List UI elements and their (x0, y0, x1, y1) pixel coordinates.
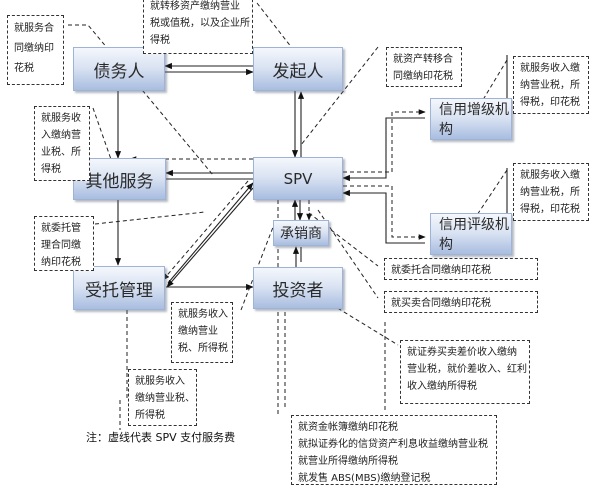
note-line: 营业税，就价差收入、红利 (407, 364, 527, 375)
arrow-trustee-to-spv (167, 182, 254, 284)
note-line: 就拟证券化的信贷资产利息收益缴纳营业税 (298, 439, 488, 450)
node-credit-enhancement[interactable]: 信用增级机构 (430, 98, 512, 140)
node-debtor-label: 债务人 (93, 61, 145, 82)
node-investor[interactable]: 投资者 (253, 267, 343, 309)
note-rating-tax: 就服务收入缴 纳营业税，所 得税，印花税 (513, 163, 589, 221)
note-line: 就营业所得缴纳所得税 (298, 456, 398, 467)
footnote-dashed-line-legend: 注：虚线代表 SPV 支付服务费 (86, 431, 236, 444)
note-line: 同缴纳印 (14, 43, 54, 54)
note-trustee-contract-stamp-tax: 就委托管 理合同缴 纳印花税 (34, 216, 94, 271)
note-line: 就转移资产缴纳营业 (150, 1, 240, 12)
leader-rating-dash (474, 169, 508, 219)
note-asset-transfer-stamp-tax: 就资产转移合 同缴纳印花税 (386, 47, 462, 87)
dashed-spv-to-rating (343, 185, 426, 240)
note-line: 就服务合 (14, 23, 54, 34)
node-underwriter[interactable]: 承销商 (273, 220, 329, 246)
note-line: 得税 (41, 164, 61, 175)
note-line: 就资产转移合 (393, 54, 453, 65)
dashed-spv-to-trustee (162, 180, 249, 281)
note-line: 业税、所 (41, 147, 81, 158)
note-sale-contract-stamp-tax: 就买卖合同缴纳印花税 (384, 291, 538, 313)
note-spv-taxes: 就资金帐簿缴纳印花税 就拟证券化的信贷资产利息收益缴纳营业税 就营业所得缴纳所得… (291, 415, 497, 485)
note-line: 税、所得税 (178, 343, 228, 354)
note-investor-tax: 就证券买卖差价收入缴纳 营业税，就价差收入、红利 收入缴纳所得税 (400, 340, 530, 404)
note-trustee-service-tax: 就服务收入 缴纳营业 税、所得税 (171, 302, 233, 363)
note-line: 理合同缴 (41, 240, 81, 251)
leader-enhancement-dash (477, 59, 508, 109)
node-spv[interactable]: SPV (253, 157, 343, 200)
node-originator-label: 发起人 (272, 61, 324, 82)
node-credit-rating-label: 信用评级机构 (439, 217, 509, 253)
node-credit-rating[interactable]: 信用评级机构 (430, 213, 512, 255)
dashed-spv-to-enhancement (343, 109, 426, 173)
node-investor-label: 投资者 (272, 280, 324, 301)
node-originator[interactable]: 发起人 (253, 47, 343, 91)
note-debtor-stamp-tax: 就服务合 同缴纳印 花税 (7, 15, 64, 85)
node-trustee-label: 受托管理 (85, 280, 153, 301)
note-line: 得税，印花税 (520, 204, 580, 215)
leader-trustee-contract-note (94, 211, 206, 225)
note-line: 就服务收入 (135, 376, 185, 387)
note-line: 缴纳营业税、 (135, 393, 195, 404)
leader-debtor-note (68, 24, 214, 176)
note-line: 就服务收 (41, 113, 81, 124)
leader-other-services-note (92, 107, 114, 166)
note-line: 税或值税，以及企业所 (150, 18, 250, 29)
note-line: 就委托管 (41, 223, 81, 234)
note-line: 就委托合同缴纳印花税 (391, 265, 491, 276)
note-line: 花税 (14, 63, 34, 74)
note-line: 纳营业税，所 (520, 80, 580, 91)
note-line: 同缴纳印花税 (393, 71, 453, 82)
note-other-service-income-tax: 就服务收入 缴纳营业税、 所得税 (128, 369, 197, 426)
note-line: 收入缴纳所得税 (407, 381, 477, 392)
leader-originator-note (256, 2, 293, 49)
note-line: 就服务收入 (178, 309, 228, 320)
note-line: 就资金帐簿缴纳印花税 (298, 422, 398, 433)
note-line: 入缴纳营 (41, 130, 81, 141)
note-line: 得税，印花税 (520, 97, 580, 108)
node-other-services-label: 其他服务 (85, 171, 154, 192)
note-line: 就服务收入缴 (520, 170, 580, 181)
note-line: 纳营业税，所 (520, 187, 580, 198)
note-line: 就买卖合同缴纳印花税 (391, 298, 491, 309)
node-trustee[interactable]: 受托管理 (73, 266, 165, 310)
note-line: 纳印花税 (41, 257, 81, 268)
note-line: 缴纳营业 (178, 326, 218, 337)
note-other-services-tax: 就服务收 入缴纳营 业税、所 得税 (34, 106, 90, 181)
node-underwriter-label: 承销商 (280, 226, 322, 242)
node-credit-enhancement-label: 信用增级机构 (439, 102, 509, 138)
arrow-enhancement-to-spv (342, 117, 425, 182)
arrow-spv-to-trustee (166, 187, 254, 288)
note-line: 得税 (150, 35, 170, 46)
note-originator-tax: 就转移资产缴纳营业 税或值税，以及企业所 得税 (143, 0, 253, 54)
note-line: 就证券买卖差价收入缴纳 (407, 347, 517, 358)
node-debtor[interactable]: 债务人 (73, 47, 165, 91)
leader-trustee-service-note (240, 221, 276, 311)
note-line: 就服务收入缴 (520, 63, 580, 74)
node-spv-label: SPV (283, 169, 313, 188)
note-line: 就发售 ABS(MBS)缴纳登记税 (298, 473, 431, 484)
arrow-rating-to-spv (342, 189, 425, 244)
note-line: 所得税 (135, 410, 165, 421)
note-enhancement-tax: 就服务收入缴 纳营业税，所 得税，印花税 (513, 56, 589, 114)
note-underwriting-contract-stamp-tax: 就委托合同缴纳印花税 (384, 258, 538, 280)
